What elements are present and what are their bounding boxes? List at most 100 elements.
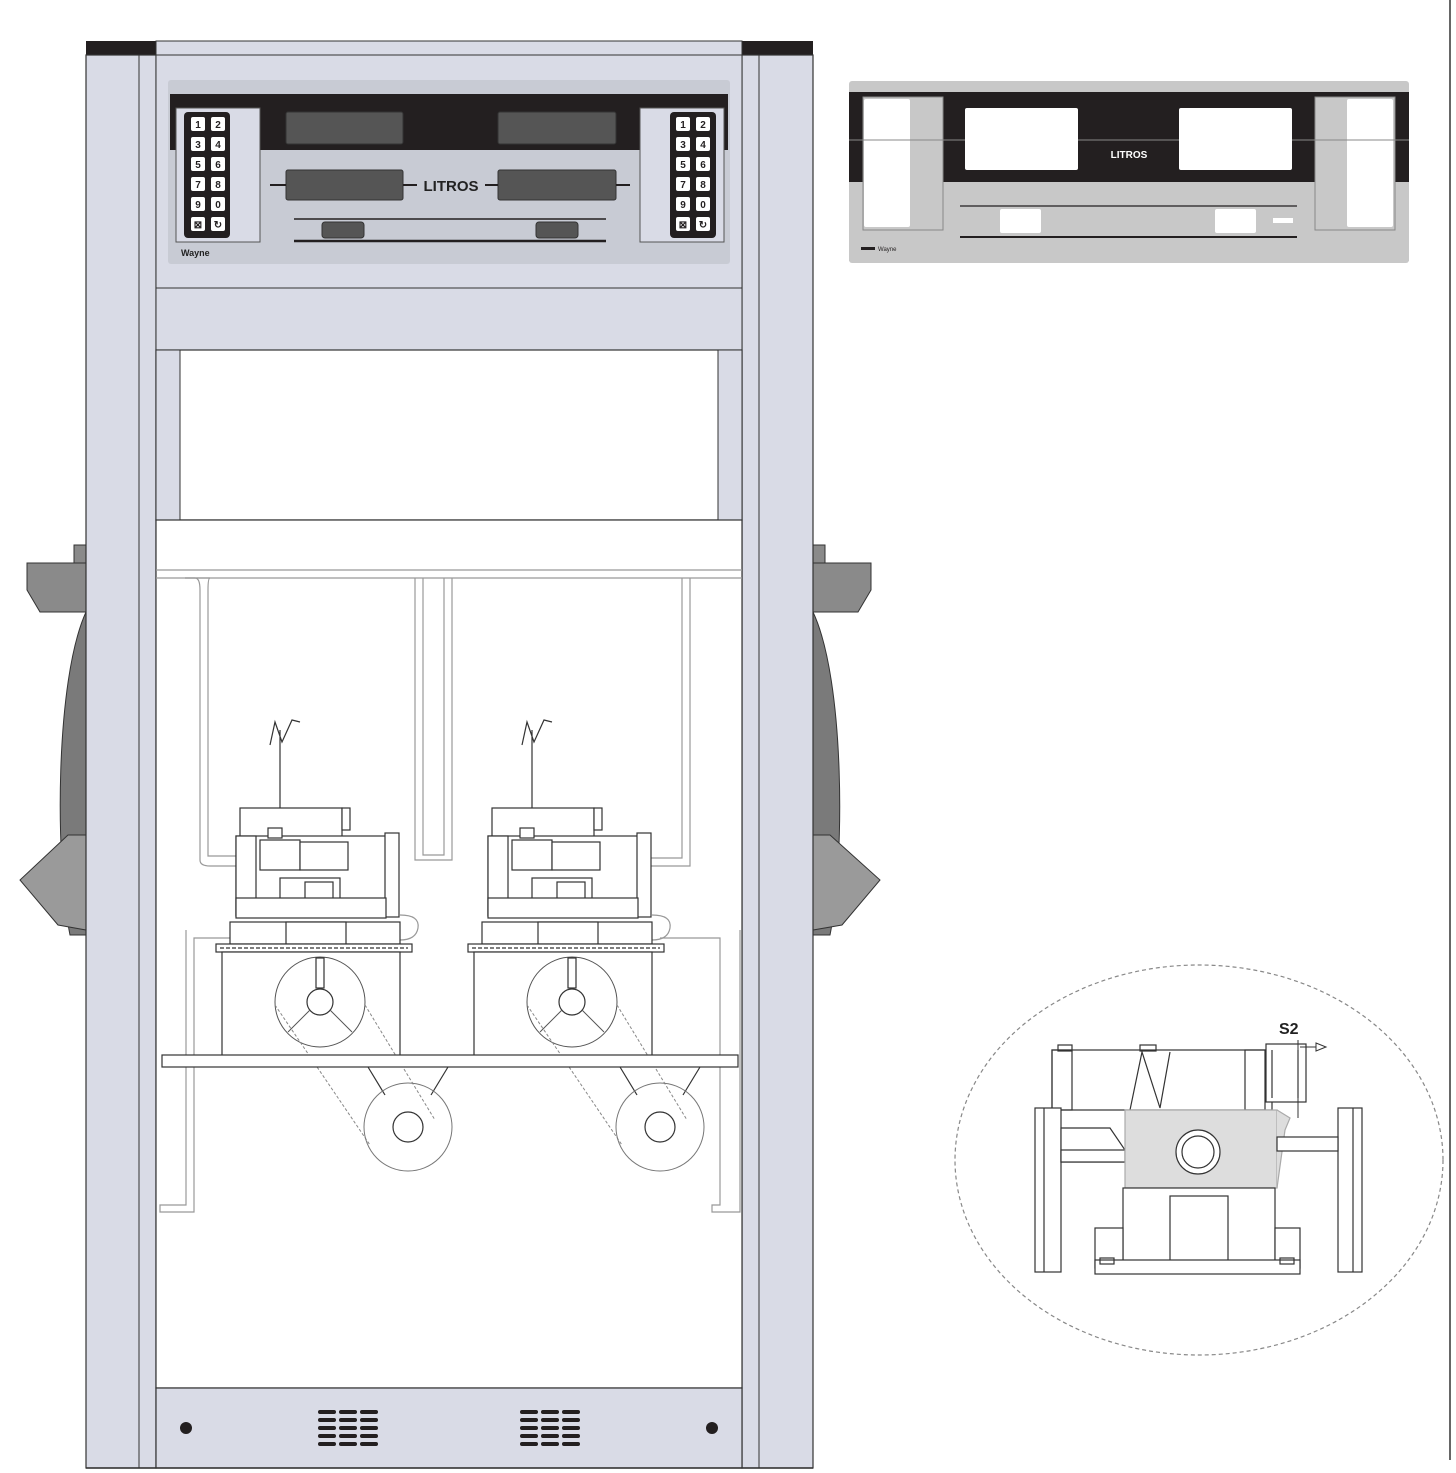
keypad-right-key: ↻: [696, 217, 710, 231]
vent-slot: [562, 1418, 580, 1422]
svg-text:↻: ↻: [214, 220, 222, 231]
vent-slot: [339, 1410, 357, 1414]
display-window-mid-right: [497, 169, 617, 201]
keypad-left-key: 0: [211, 197, 225, 211]
vent-slot: [339, 1426, 357, 1430]
keypad-right-key: 1: [676, 117, 690, 131]
svg-text:0: 0: [215, 200, 221, 211]
keypad-left-key: ⊠: [191, 217, 205, 231]
svg-text:3: 3: [680, 140, 686, 151]
kick-panel-details: [180, 1410, 718, 1446]
svg-text:2: 2: [700, 120, 706, 131]
svg-text:0: 0: [700, 200, 706, 211]
detail-brand-logo: Wayne: [878, 247, 897, 253]
vent-slot: [541, 1410, 559, 1414]
svg-text:8: 8: [215, 180, 221, 191]
detail-window-right: [1179, 108, 1292, 170]
vent-slot: [360, 1418, 378, 1422]
svg-text:1: 1: [680, 120, 686, 131]
keypad-right-key: 7: [676, 177, 690, 191]
svg-text:6: 6: [700, 160, 706, 171]
left-nozzle-holster: [19, 544, 87, 936]
vent-slot: [339, 1442, 357, 1446]
keypad-right-key: ⊠: [676, 217, 690, 231]
vent-slot: [520, 1434, 538, 1438]
keypad-left-key: 3: [191, 137, 205, 151]
keypad-right-key: 4: [696, 137, 710, 151]
keypad-right-key: 3: [676, 137, 690, 151]
svg-text:8: 8: [700, 180, 706, 191]
svg-text:⊠: ⊠: [194, 220, 202, 231]
keypad-right-key: 8: [696, 177, 710, 191]
pump-base-plate: [161, 1054, 739, 1068]
svg-text:2: 2: [215, 120, 221, 131]
vent-slot: [562, 1426, 580, 1430]
small-display-right: [535, 221, 579, 239]
vent-slot: [562, 1442, 580, 1446]
svg-text:5: 5: [195, 160, 201, 171]
meter-detail-callout: [954, 964, 1444, 1356]
svg-text:↻: ↻: [699, 220, 707, 231]
svg-text:6: 6: [215, 160, 221, 171]
svg-text:3: 3: [195, 140, 201, 151]
callout-label-s2: S2: [1279, 1021, 1299, 1038]
svg-text:⊠: ⊠: [679, 220, 687, 231]
vent-slot: [541, 1418, 559, 1422]
front-display-panel: LITROS Wayne 1 2 3 4 5 6 7 8 9 0 ⊠ ↻ 1 2 3 4 5 6 7 8 9 0 ⊠ ↻: [168, 80, 730, 264]
keypad-right-key: 5: [676, 157, 690, 171]
svg-text:7: 7: [680, 180, 686, 191]
display-panel-detail: LITROS Wayne: [849, 81, 1409, 263]
vent-slot: [318, 1434, 336, 1438]
vent-slot: [360, 1442, 378, 1446]
svg-text:7: 7: [195, 180, 201, 191]
svg-text:9: 9: [680, 200, 686, 211]
detail-window-left: [965, 108, 1078, 170]
svg-text:4: 4: [700, 140, 706, 151]
vent-slot: [339, 1418, 357, 1422]
vent-slot: [541, 1442, 559, 1446]
display-window-top-right: [497, 111, 617, 145]
keypad-left-key: 1: [191, 117, 205, 131]
vent-slot: [520, 1442, 538, 1446]
vent-slot: [318, 1442, 336, 1446]
vent-slot: [541, 1434, 559, 1438]
keypad-right-key: 6: [696, 157, 710, 171]
vent-slot: [520, 1410, 538, 1414]
vent-slot: [562, 1410, 580, 1414]
keypad-left-key: 7: [191, 177, 205, 191]
keypad-left-key: 8: [211, 177, 225, 191]
vent-slot: [562, 1434, 580, 1438]
keypad-left-key: 2: [211, 117, 225, 131]
vent-slot: [360, 1410, 378, 1414]
svg-text:9: 9: [195, 200, 201, 211]
svg-text:1: 1: [195, 120, 201, 131]
hydraulic-pipes: [156, 569, 742, 1213]
keypad-left-key: 4: [211, 137, 225, 151]
keypad-left-key: ↻: [211, 217, 225, 231]
display-window-mid-left: [285, 169, 404, 201]
keypad-left-key: 6: [211, 157, 225, 171]
detail-litros-label: LITROS: [1111, 150, 1148, 161]
display-window-top-left: [285, 111, 404, 145]
keypad-left-key: 5: [191, 157, 205, 171]
svg-text:4: 4: [215, 140, 221, 151]
keypad-right-key: 0: [696, 197, 710, 211]
keypad-left-key: 9: [191, 197, 205, 211]
vent-slot: [520, 1426, 538, 1430]
right-nozzle-holster: [812, 544, 881, 936]
small-display-left: [321, 221, 365, 239]
svg-text:5: 5: [680, 160, 686, 171]
brand-logo: Wayne: [181, 248, 210, 258]
vent-slot: [318, 1418, 336, 1422]
vent-slot: [360, 1434, 378, 1438]
vent-slot: [520, 1418, 538, 1422]
vent-slot: [318, 1410, 336, 1414]
pump-meter-assembly: [467, 719, 705, 1172]
vent-slot: [360, 1426, 378, 1430]
litros-label: LITROS: [424, 178, 479, 195]
keypad-right-key: 9: [676, 197, 690, 211]
vent-slot: [339, 1434, 357, 1438]
pump-meter-assembly: [215, 719, 453, 1172]
vent-slot: [541, 1426, 559, 1430]
